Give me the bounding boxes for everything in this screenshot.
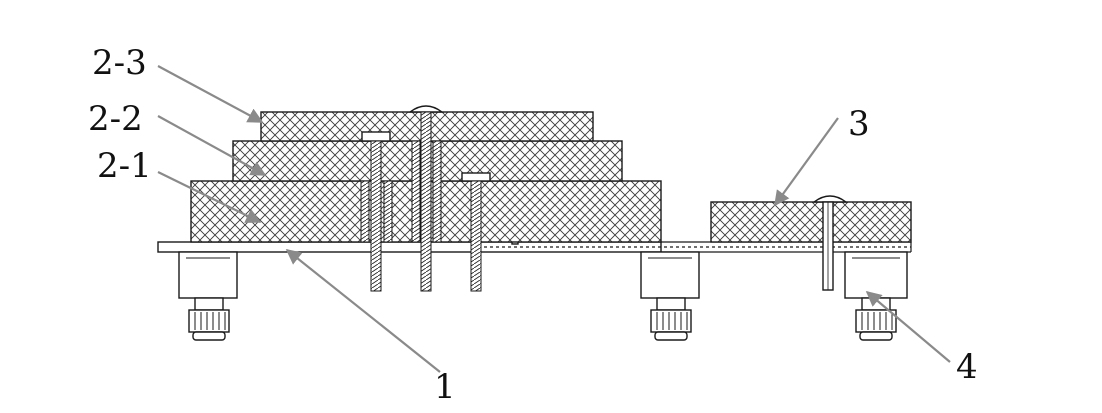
threaded-inserts <box>360 140 442 243</box>
block-3 <box>710 201 912 243</box>
label-2-2: 2-2 <box>88 99 143 139</box>
leader-2-2 <box>157 115 267 176</box>
label-1: 1 <box>434 367 456 407</box>
label-2-1: 2-1 <box>97 146 152 186</box>
bolt-left <box>361 131 391 292</box>
leader-3 <box>774 117 839 207</box>
foot-middle <box>640 251 700 341</box>
leader-2-1 <box>157 171 262 223</box>
bolt-right <box>461 172 491 292</box>
bolt-block-3 <box>811 195 849 291</box>
bolt-center <box>407 105 445 292</box>
leader-1 <box>285 249 441 373</box>
leader-2-3 <box>157 65 264 123</box>
foot-right <box>844 251 908 341</box>
label-2-3: 2-3 <box>92 43 147 83</box>
leader-lines <box>157 65 951 373</box>
label-4: 4 <box>956 347 978 387</box>
leader-4 <box>865 291 951 363</box>
part-labels: 2-3 2-2 2-1 3 1 4 <box>88 43 978 407</box>
label-3: 3 <box>848 104 870 144</box>
foot-left <box>178 251 238 341</box>
